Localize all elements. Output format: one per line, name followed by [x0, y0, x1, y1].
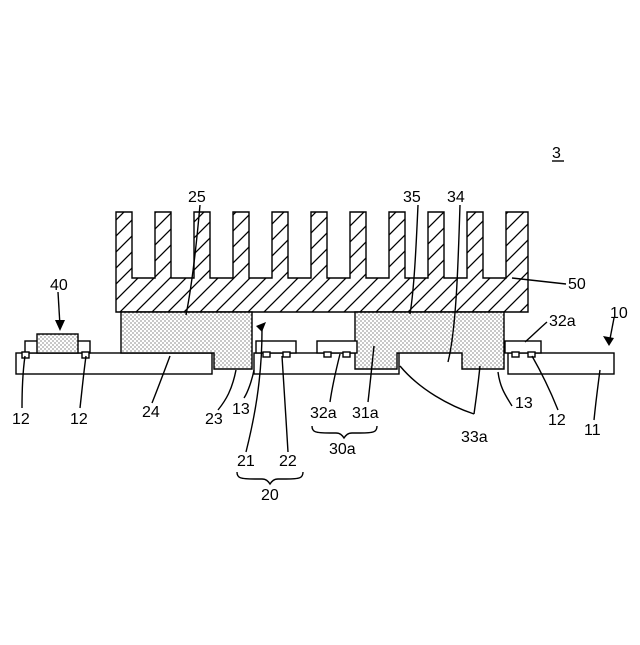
label-32a-top: 32a — [549, 313, 576, 330]
component-40-body — [37, 334, 78, 353]
label-25: 25 — [188, 189, 206, 206]
label-31a: 31a — [352, 405, 379, 422]
bracket-30a — [312, 426, 377, 438]
arrow-10-icon — [603, 336, 614, 346]
label-11: 11 — [584, 422, 601, 439]
thermal-material-right — [355, 312, 504, 369]
label-32a-bottom: 32a — [310, 405, 337, 422]
arrow-40-icon — [55, 320, 65, 331]
label-23: 23 — [205, 411, 223, 428]
arrow-21-icon — [256, 322, 266, 332]
substrate-segment-right — [508, 353, 614, 374]
label-13-b: 13 — [515, 395, 533, 412]
label-24: 24 — [142, 404, 160, 421]
leader-13-a — [244, 370, 254, 398]
label-40: 40 — [50, 277, 68, 294]
leader-13-b — [498, 372, 512, 406]
label-12-a: 12 — [12, 411, 30, 428]
label-12-b: 12 — [70, 411, 88, 428]
leader-33a-right — [474, 366, 480, 414]
leader-33a-left — [400, 366, 474, 414]
label-13-a: 13 — [232, 401, 250, 418]
label-20: 20 — [261, 487, 279, 504]
label-30a: 30a — [329, 441, 356, 458]
label-34: 34 — [447, 189, 465, 206]
label-21: 21 — [237, 453, 255, 470]
label-10: 10 — [610, 305, 628, 322]
pad-middle-a — [263, 352, 270, 357]
leader-32a-top — [525, 322, 547, 342]
pad-bottom-a — [324, 352, 331, 357]
figure-number: 3 — [552, 145, 561, 162]
component-32a-bottom-body — [317, 341, 357, 353]
label-33a: 33a — [461, 429, 488, 446]
substrate — [16, 353, 614, 374]
component-32a-right-body — [505, 341, 541, 353]
pad-bottom-b — [343, 352, 350, 357]
label-22: 22 — [279, 453, 297, 470]
label-12-c: 12 — [548, 412, 566, 429]
heat-sink — [116, 212, 528, 312]
pad-12-right-a — [512, 352, 519, 357]
bracket-20 — [237, 472, 303, 484]
label-35: 35 — [403, 189, 421, 206]
leader-11 — [594, 370, 600, 420]
pad-12-right-b — [528, 352, 535, 357]
substrate-segment-left — [16, 353, 212, 374]
pad-middle-b — [283, 352, 290, 357]
label-50: 50 — [568, 276, 586, 293]
